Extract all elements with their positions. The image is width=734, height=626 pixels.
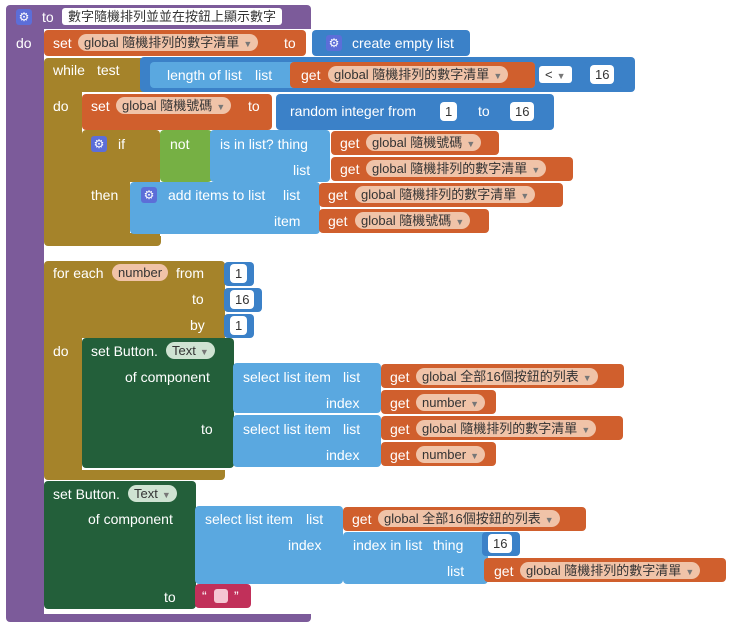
quote-right: ” [234,588,239,604]
get-keyword: get [390,395,410,411]
to-keyword: to [248,98,260,114]
list-keyword: list [293,162,311,178]
index-in-list-block[interactable] [343,532,488,584]
variable-dropdown[interactable]: number▼ [416,446,485,463]
number-field[interactable]: 16 [488,534,513,553]
set-keyword: set [91,98,110,114]
is-in-list-label: is in list? thing [220,136,308,152]
property-dropdown[interactable]: Text▼ [166,342,215,359]
get-keyword: get [390,421,410,437]
operator-dropdown[interactable]: <▼ [539,66,572,83]
variable-dropdown[interactable]: global 隨機排列的數字清單▼ [78,34,259,51]
list-keyword: list [306,511,324,527]
is-in-list-block[interactable] [210,130,330,182]
get-keyword: get [494,563,514,579]
select-list-item-label: select list item [205,511,293,527]
select-list-item-label: select list item [243,369,331,385]
gear-icon[interactable]: ⚙ [141,187,157,203]
variable-dropdown[interactable]: global 隨機排列的數字清單▼ [355,186,536,203]
to-keyword: to [284,35,296,51]
set-button-text-block[interactable] [44,481,196,609]
procedure-name-field[interactable]: 數字隨機排列並並在按鈕上顯示數字 [62,8,283,25]
loop-variable-field[interactable]: number [112,264,169,281]
while-keyword: while [53,62,85,78]
number-field[interactable]: 1 [230,264,248,283]
variable-dropdown[interactable]: number▼ [416,394,485,411]
test-keyword: test [97,62,120,78]
if-keyword: if [118,136,125,152]
add-items-block[interactable] [130,182,320,234]
set-button-keyword: set Button. [91,343,158,359]
to-keyword: to [164,589,176,605]
text-input[interactable] [214,589,228,603]
do-keyword: do [53,343,69,359]
to-keyword: to [201,421,213,437]
by-keyword: by [190,317,205,333]
variable-dropdown[interactable]: global 全部16個按鈕的列表▼ [378,510,560,527]
get-keyword: get [328,213,348,229]
random-integer-label: random integer from [290,103,417,119]
list-keyword: list [447,563,465,579]
number-field[interactable]: 1 [230,316,248,335]
add-items-label: add items to list [168,187,266,203]
get-keyword: get [340,161,360,177]
gear-icon[interactable]: ⚙ [326,35,342,51]
for-each-label: for each [53,265,104,281]
list-keyword: list [255,67,273,83]
list-keyword: list [343,421,361,437]
procedure-do-keyword: do [16,35,32,51]
gear-icon[interactable]: ⚙ [16,9,32,25]
quote-left: “ [202,588,207,604]
of-component-label: of component [125,369,210,385]
list-keyword: list [283,187,301,203]
select-list-item-block[interactable] [233,363,381,413]
gear-icon[interactable]: ⚙ [91,136,107,152]
variable-dropdown[interactable]: global 隨機排列的數字清單▼ [520,562,701,579]
index-keyword: index [326,395,360,411]
procedure-to-keyword: to [42,9,54,25]
index-in-list-label: index in list [353,537,423,553]
not-block[interactable] [160,130,212,182]
set-button-text-block[interactable] [82,338,234,468]
variable-dropdown[interactable]: global 隨機號碼▼ [366,134,482,151]
select-list-item-block[interactable] [233,415,381,467]
from-keyword: from [176,265,204,281]
variable-dropdown[interactable]: global 全部16個按鈕的列表▼ [416,368,598,385]
get-keyword: get [301,67,321,83]
number-field[interactable]: 16 [230,290,255,309]
set-keyword: set [53,35,72,51]
property-dropdown[interactable]: Text▼ [128,485,177,502]
get-keyword: get [390,369,410,385]
of-component-label: of component [88,511,173,527]
create-empty-list-label: create empty list [352,35,454,51]
number-field[interactable]: 1 [440,102,458,121]
index-keyword: index [288,537,322,553]
select-list-item-label: select list item [243,421,331,437]
to-keyword: to [478,103,490,119]
get-keyword: get [352,511,372,527]
variable-dropdown[interactable]: global 隨機號碼▼ [355,212,471,229]
variable-dropdown[interactable]: global 隨機排列的數字清單▼ [366,160,547,177]
length-of-list-label: length of list [167,67,242,83]
get-keyword: get [328,187,348,203]
number-field[interactable]: 16 [590,65,615,84]
variable-dropdown[interactable]: global 隨機排列的數字清單▼ [328,66,509,83]
get-keyword: get [340,135,360,151]
not-keyword: not [170,136,190,152]
index-keyword: index [326,447,360,463]
item-keyword: item [274,213,301,229]
select-list-item-block[interactable] [195,506,343,584]
variable-dropdown[interactable]: global 隨機號碼▼ [116,97,232,114]
variable-dropdown[interactable]: global 隨機排列的數字清單▼ [416,420,597,437]
get-keyword: get [390,447,410,463]
while-do-keyword: do [53,98,69,114]
list-keyword: list [343,369,361,385]
to-keyword: to [192,291,204,307]
thing-keyword: thing [433,537,464,553]
then-keyword: then [91,187,119,203]
set-button-keyword: set Button. [53,486,120,502]
random-integer-block[interactable] [276,94,554,130]
number-field[interactable]: 16 [510,102,535,121]
